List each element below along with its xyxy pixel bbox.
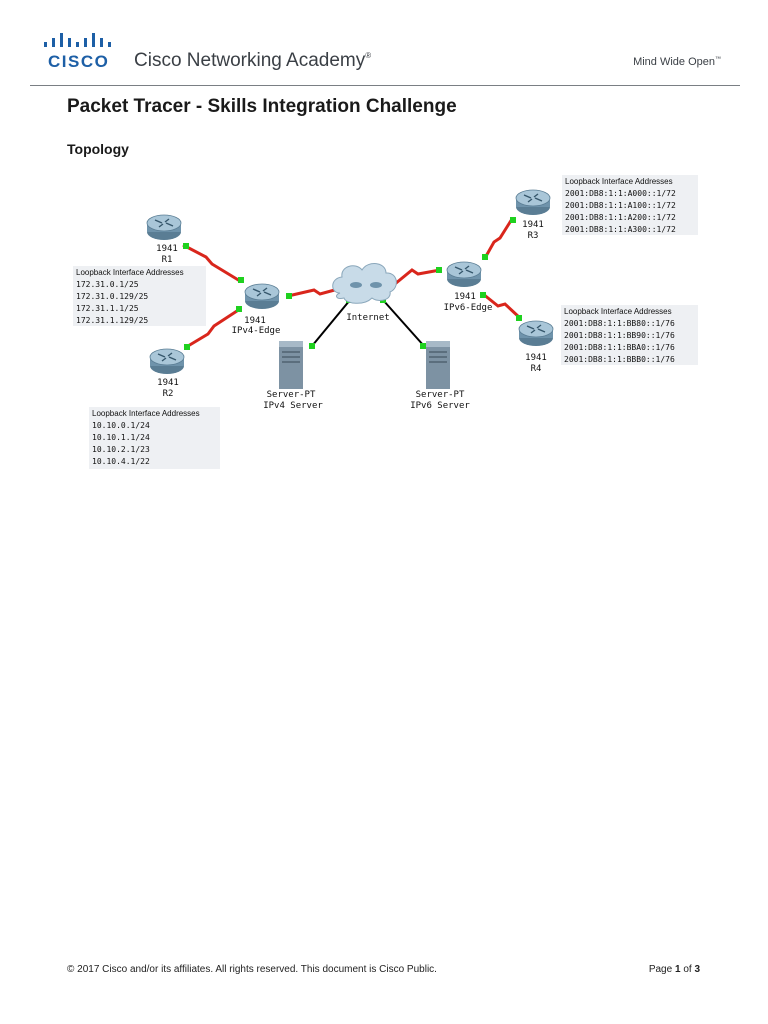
serial-link-internet-ipv6edge — [389, 268, 441, 290]
page-word: Page — [648, 964, 673, 975]
internet-label: Internet — [346, 313, 389, 323]
router-r4 — [518, 320, 554, 347]
ethernet-link-internet-ipv4server — [311, 299, 351, 347]
loopback-r3-address: 2001:DB8:1:1:A000::1/72 — [565, 189, 676, 198]
loopback-r1-address: 172.31.1.1/25 — [76, 304, 139, 313]
router-r3 — [515, 189, 551, 216]
loopback-r4-address: 2001:DB8:1:1:BBB0::1/76 — [564, 355, 675, 364]
ipv6-server-model: Server-PT — [416, 390, 465, 400]
serial-link-ipv6edge-r3 — [483, 218, 514, 259]
loopback-box-r4: Loopback Interface Addresses 2001:DB8:1:… — [561, 305, 698, 365]
router-r3-name: R3 — [528, 231, 539, 241]
topology-diagram: 1941 R1 1941 IPv4-Edge 1941 R2 Internet … — [73, 175, 698, 469]
loopback-r3-address: 2001:DB8:1:1:A200::1/72 — [565, 213, 676, 222]
loopback-r2-address: 10.10.4.1/22 — [92, 457, 150, 466]
loopback-r4-address: 2001:DB8:1:1:BB90::1/76 — [564, 331, 675, 340]
loopback-box-r2: Loopback Interface Addresses 10.10.0.1/2… — [89, 407, 220, 469]
loopback-r4-address: 2001:DB8:1:1:BBA0::1/76 — [564, 343, 675, 352]
router-ipv4-edge-model: 1941 — [244, 316, 266, 326]
ipv6-server-name: IPv6 Server — [410, 401, 470, 411]
loopback-r4-address: 2001:DB8:1:1:BB80::1/76 — [564, 319, 675, 328]
ipv6-server-icon — [426, 341, 450, 389]
page-total: 3 — [694, 964, 700, 975]
page-title: Packet Tracer - Skills Integration Chall… — [67, 96, 457, 117]
ipv4-server-model: Server-PT — [267, 390, 316, 400]
router-ipv6-edge-name: IPv6-Edge — [444, 303, 493, 313]
ipv4-server-icon — [279, 341, 303, 389]
serial-link-ipv4edge-internet — [287, 286, 343, 298]
router-ipv4-edge-name: IPv4-Edge — [232, 326, 281, 336]
router-ipv6-edge-model: 1941 — [454, 292, 476, 302]
tagline: Mind Wide Open™ — [633, 56, 721, 68]
page-number: Page 1 of 3 — [649, 964, 700, 975]
router-r1-name: R1 — [162, 255, 173, 265]
loopback-r3-address: 2001:DB8:1:1:A100::1/72 — [565, 201, 676, 210]
loopback-r2-address: 10.10.0.1/24 — [92, 421, 150, 430]
page-current: 1 — [674, 964, 681, 975]
router-r1-model: 1941 — [156, 244, 178, 254]
loopback-r2-address: 10.10.1.1/24 — [92, 433, 150, 442]
serial-link-ipv6edge-r4 — [482, 292, 522, 320]
loopback-r3-address: 2001:DB8:1:1:A300::1/72 — [565, 225, 676, 234]
loopback-r3-heading: Loopback Interface Addresses — [565, 177, 673, 186]
router-r2-model: 1941 — [157, 378, 179, 388]
router-r4-name: R4 — [531, 364, 542, 374]
ethernet-link-internet-ipv6server — [382, 299, 425, 347]
academy-name-text: Cisco Networking Academy — [134, 50, 366, 71]
copyright-notice: © 2017 Cisco and/or its affiliates. All … — [67, 964, 437, 975]
ipv4-server-name: IPv4 Server — [263, 401, 323, 411]
router-r2 — [149, 348, 185, 375]
loopback-r1-address: 172.31.0.1/25 — [76, 280, 139, 289]
router-r4-model: 1941 — [525, 353, 547, 363]
page-of: of — [683, 964, 692, 975]
router-r3-model: 1941 — [522, 220, 544, 230]
tagline-tm-mark: ™ — [715, 56, 721, 63]
serial-link-r1-ipv4edge — [182, 243, 241, 283]
loopback-box-r3: Loopback Interface Addresses 2001:DB8:1:… — [562, 175, 698, 235]
tagline-text: Mind Wide Open — [633, 56, 715, 68]
loopback-r2-heading: Loopback Interface Addresses — [92, 409, 200, 418]
topology-heading: Topology — [67, 141, 129, 157]
loopback-r4-heading: Loopback Interface Addresses — [564, 307, 672, 316]
page-header: CISCO Cisco Networking Academy® Mind Wid… — [0, 0, 768, 84]
loopback-box-r1: Loopback Interface Addresses 172.31.0.1/… — [73, 266, 206, 326]
loopback-r1-address: 172.31.0.129/25 — [76, 292, 148, 301]
loopback-r2-address: 10.10.2.1/23 — [92, 445, 150, 454]
router-ipv6-edge — [446, 261, 482, 288]
internet-cloud-icon — [332, 263, 397, 304]
cisco-logo-bars-icon — [44, 33, 111, 47]
registered-mark: ® — [365, 51, 372, 60]
router-r2-name: R2 — [163, 389, 174, 399]
router-ipv4-edge — [244, 283, 280, 310]
academy-name: Cisco Networking Academy® — [134, 50, 371, 72]
loopback-r1-address: 172.31.1.129/25 — [76, 316, 148, 325]
serial-link-r2-ipv4edge — [187, 307, 241, 348]
router-r1 — [146, 214, 182, 241]
header-divider — [30, 85, 740, 86]
cisco-logo-text: CISCO — [48, 52, 110, 71]
loopback-r1-heading: Loopback Interface Addresses — [76, 268, 184, 277]
